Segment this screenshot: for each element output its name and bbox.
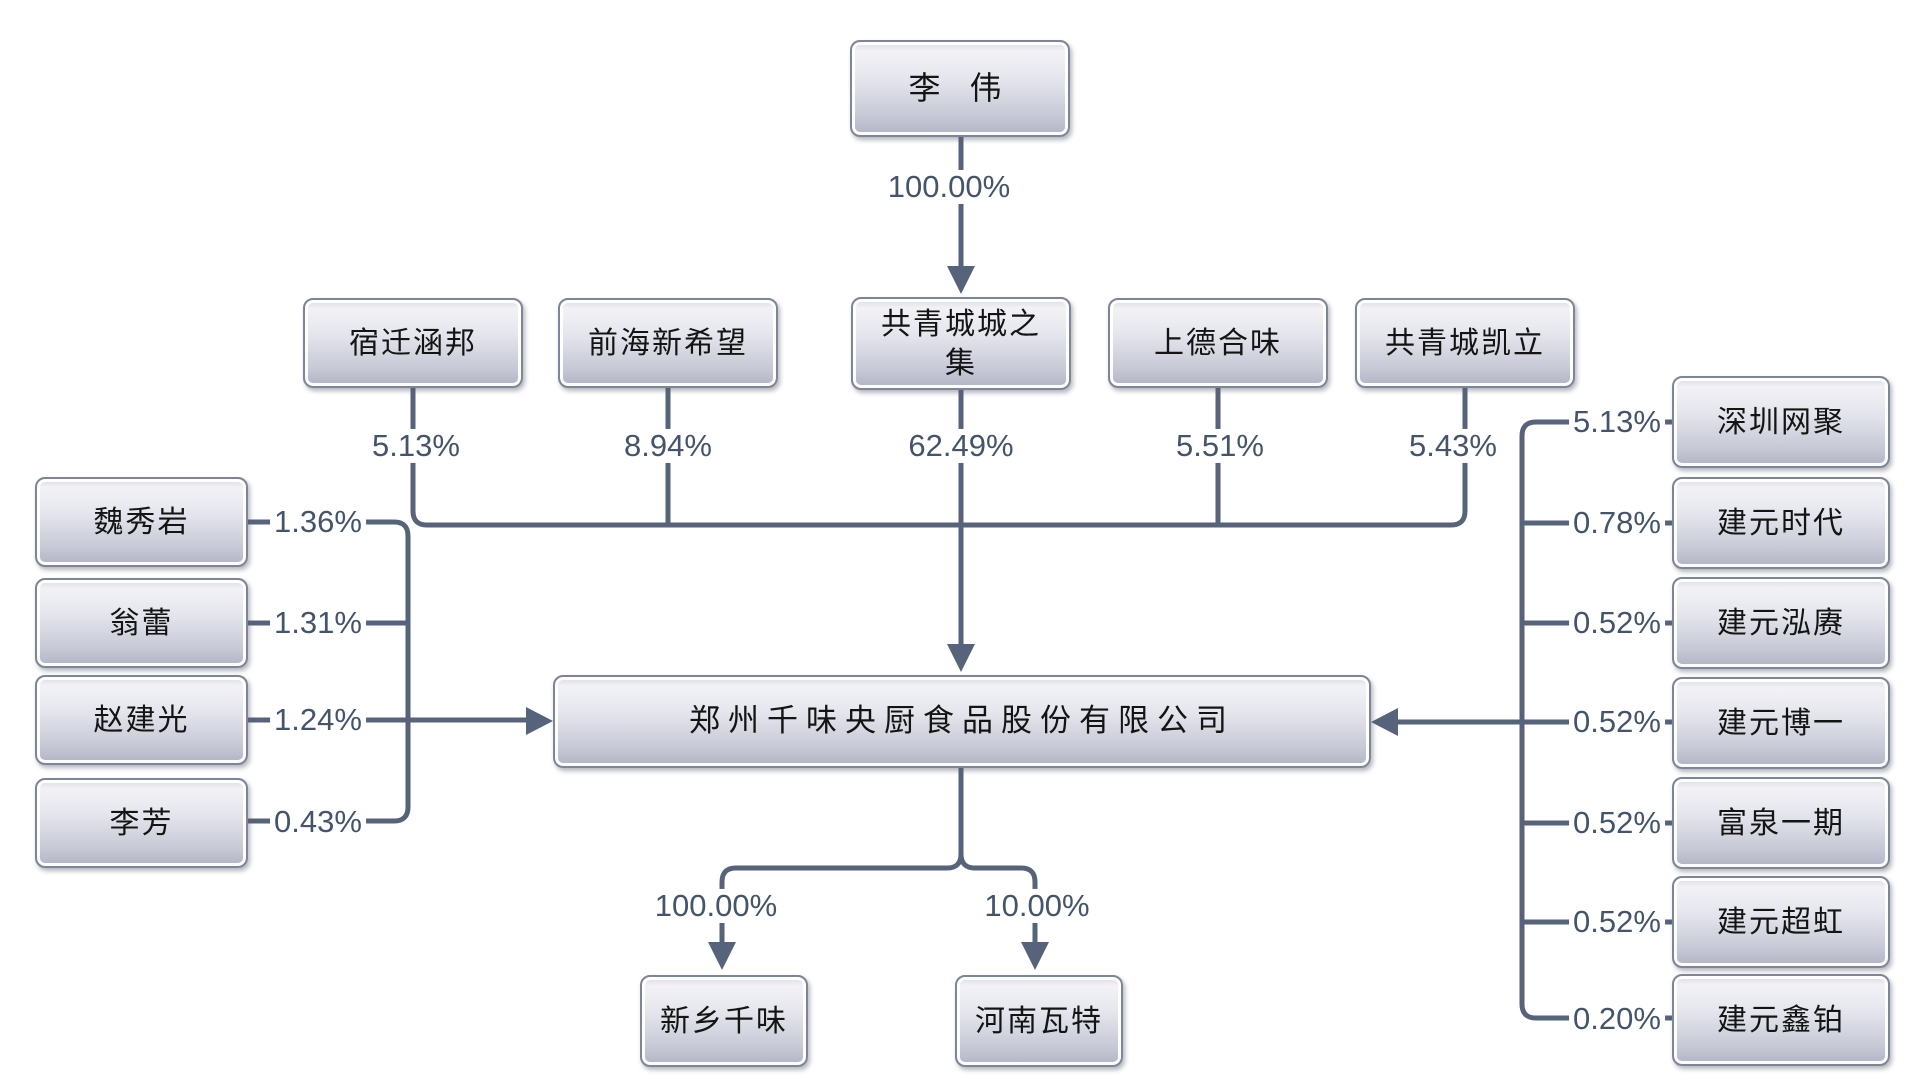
pct-jianyuan-chaohong: 0.52% — [1569, 904, 1665, 940]
node-jianyuan-honggeng: 建元泓赓 — [1672, 577, 1890, 669]
node-shangde-hewei: 上德合味 — [1108, 298, 1328, 388]
pct-qianhai-xinxiwang: 8.94% — [620, 428, 716, 464]
pct-henan-wate: 10.00% — [980, 888, 1094, 924]
pct-wei-xiuyan: 1.36% — [270, 504, 366, 540]
node-li-fang: 李芳 — [35, 778, 248, 868]
node-company-main: 郑州千味央厨食品股份有限公司 — [553, 675, 1371, 768]
pct-weng-lei: 1.31% — [270, 605, 366, 641]
pct-shangde-hewei: 5.51% — [1172, 428, 1268, 464]
arrowhead-right-left — [1371, 708, 1398, 736]
node-jianyuan-xinbo: 建元鑫铂 — [1672, 974, 1890, 1066]
node-qianhai-xinxiwang: 前海新希望 — [558, 298, 778, 388]
edge-branch-left — [719, 853, 964, 890]
edge-branch-right — [958, 853, 1038, 890]
node-jianyuan-chaohong: 建元超虹 — [1672, 876, 1890, 968]
pct-fuquan-yiqi: 0.52% — [1569, 805, 1665, 841]
arrowhead-sub1-down — [708, 942, 736, 970]
node-xinxiang-qianwei: 新乡千味 — [640, 975, 808, 1067]
pct-gongqingcheng-chengzhiji: 62.49% — [904, 428, 1018, 464]
node-jianyuan-shidai: 建元时代 — [1672, 477, 1890, 569]
node-fuquan-yiqi: 富泉一期 — [1672, 777, 1890, 869]
edge-left-bus — [248, 519, 411, 824]
node-shenzhen-wangju: 深圳网聚 — [1672, 376, 1890, 468]
arrowhead-root-down — [947, 266, 975, 294]
node-suqian-hanbang: 宿迁涵邦 — [303, 298, 523, 388]
node-wei-xiuyan: 魏秀岩 — [35, 477, 248, 567]
pct-shenzhen-wangju: 5.13% — [1569, 404, 1665, 440]
arrowhead-left-right — [526, 707, 553, 735]
pct-jianyuan-boyi: 0.52% — [1569, 704, 1665, 740]
node-gongqingcheng-kaili: 共青城凯立 — [1355, 298, 1575, 388]
pct-xinxiang-qianwei: 100.00% — [650, 888, 782, 924]
pct-gongqingcheng-kaili: 5.43% — [1405, 428, 1501, 464]
arrowhead-company-down — [947, 644, 975, 672]
node-gongqingcheng-chengzhiji: 共青城城之集 — [851, 297, 1071, 390]
node-jianyuan-boyi: 建元博一 — [1672, 677, 1890, 769]
pct-suqian-hanbang: 5.13% — [368, 428, 464, 464]
pct-jianyuan-honggeng: 0.52% — [1569, 605, 1665, 641]
node-henan-wate: 河南瓦特 — [955, 975, 1123, 1067]
arrowhead-sub2-down — [1021, 942, 1049, 970]
pct-li-fang: 0.43% — [270, 804, 366, 840]
pct-jianyuan-xinbo: 0.20% — [1569, 1001, 1665, 1037]
root-ownership-pct-label: 100.00% — [883, 169, 1015, 205]
pct-jianyuan-shidai: 0.78% — [1569, 505, 1665, 541]
node-root-shareholder: 李 伟 — [850, 40, 1070, 137]
node-zhao-jianguang: 赵建光 — [35, 675, 248, 765]
node-weng-lei: 翁蕾 — [35, 578, 248, 668]
pct-zhao-jianguang: 1.24% — [270, 702, 366, 738]
